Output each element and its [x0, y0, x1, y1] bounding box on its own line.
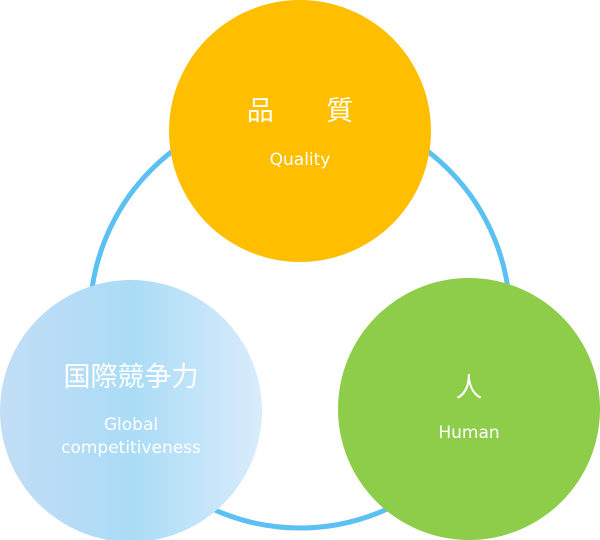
global-subtitle-line2: competitiveness — [61, 438, 201, 459]
global-competitiveness-title: 国際競争力 — [63, 361, 199, 393]
global-competitiveness-circle: 国際競争力 Global competitiveness — [0, 280, 262, 540]
global-competitiveness-subtitle: Global competitiveness — [61, 414, 201, 460]
human-subtitle: Human — [438, 422, 500, 443]
quality-circle: 品 質 Quality — [169, 0, 431, 262]
human-title: 人 — [455, 373, 483, 405]
human-circle: 人 Human — [338, 278, 600, 540]
quality-title: 品 質 — [246, 96, 376, 128]
global-subtitle-line1: Global — [103, 415, 159, 436]
quality-subtitle: Quality — [269, 149, 331, 170]
